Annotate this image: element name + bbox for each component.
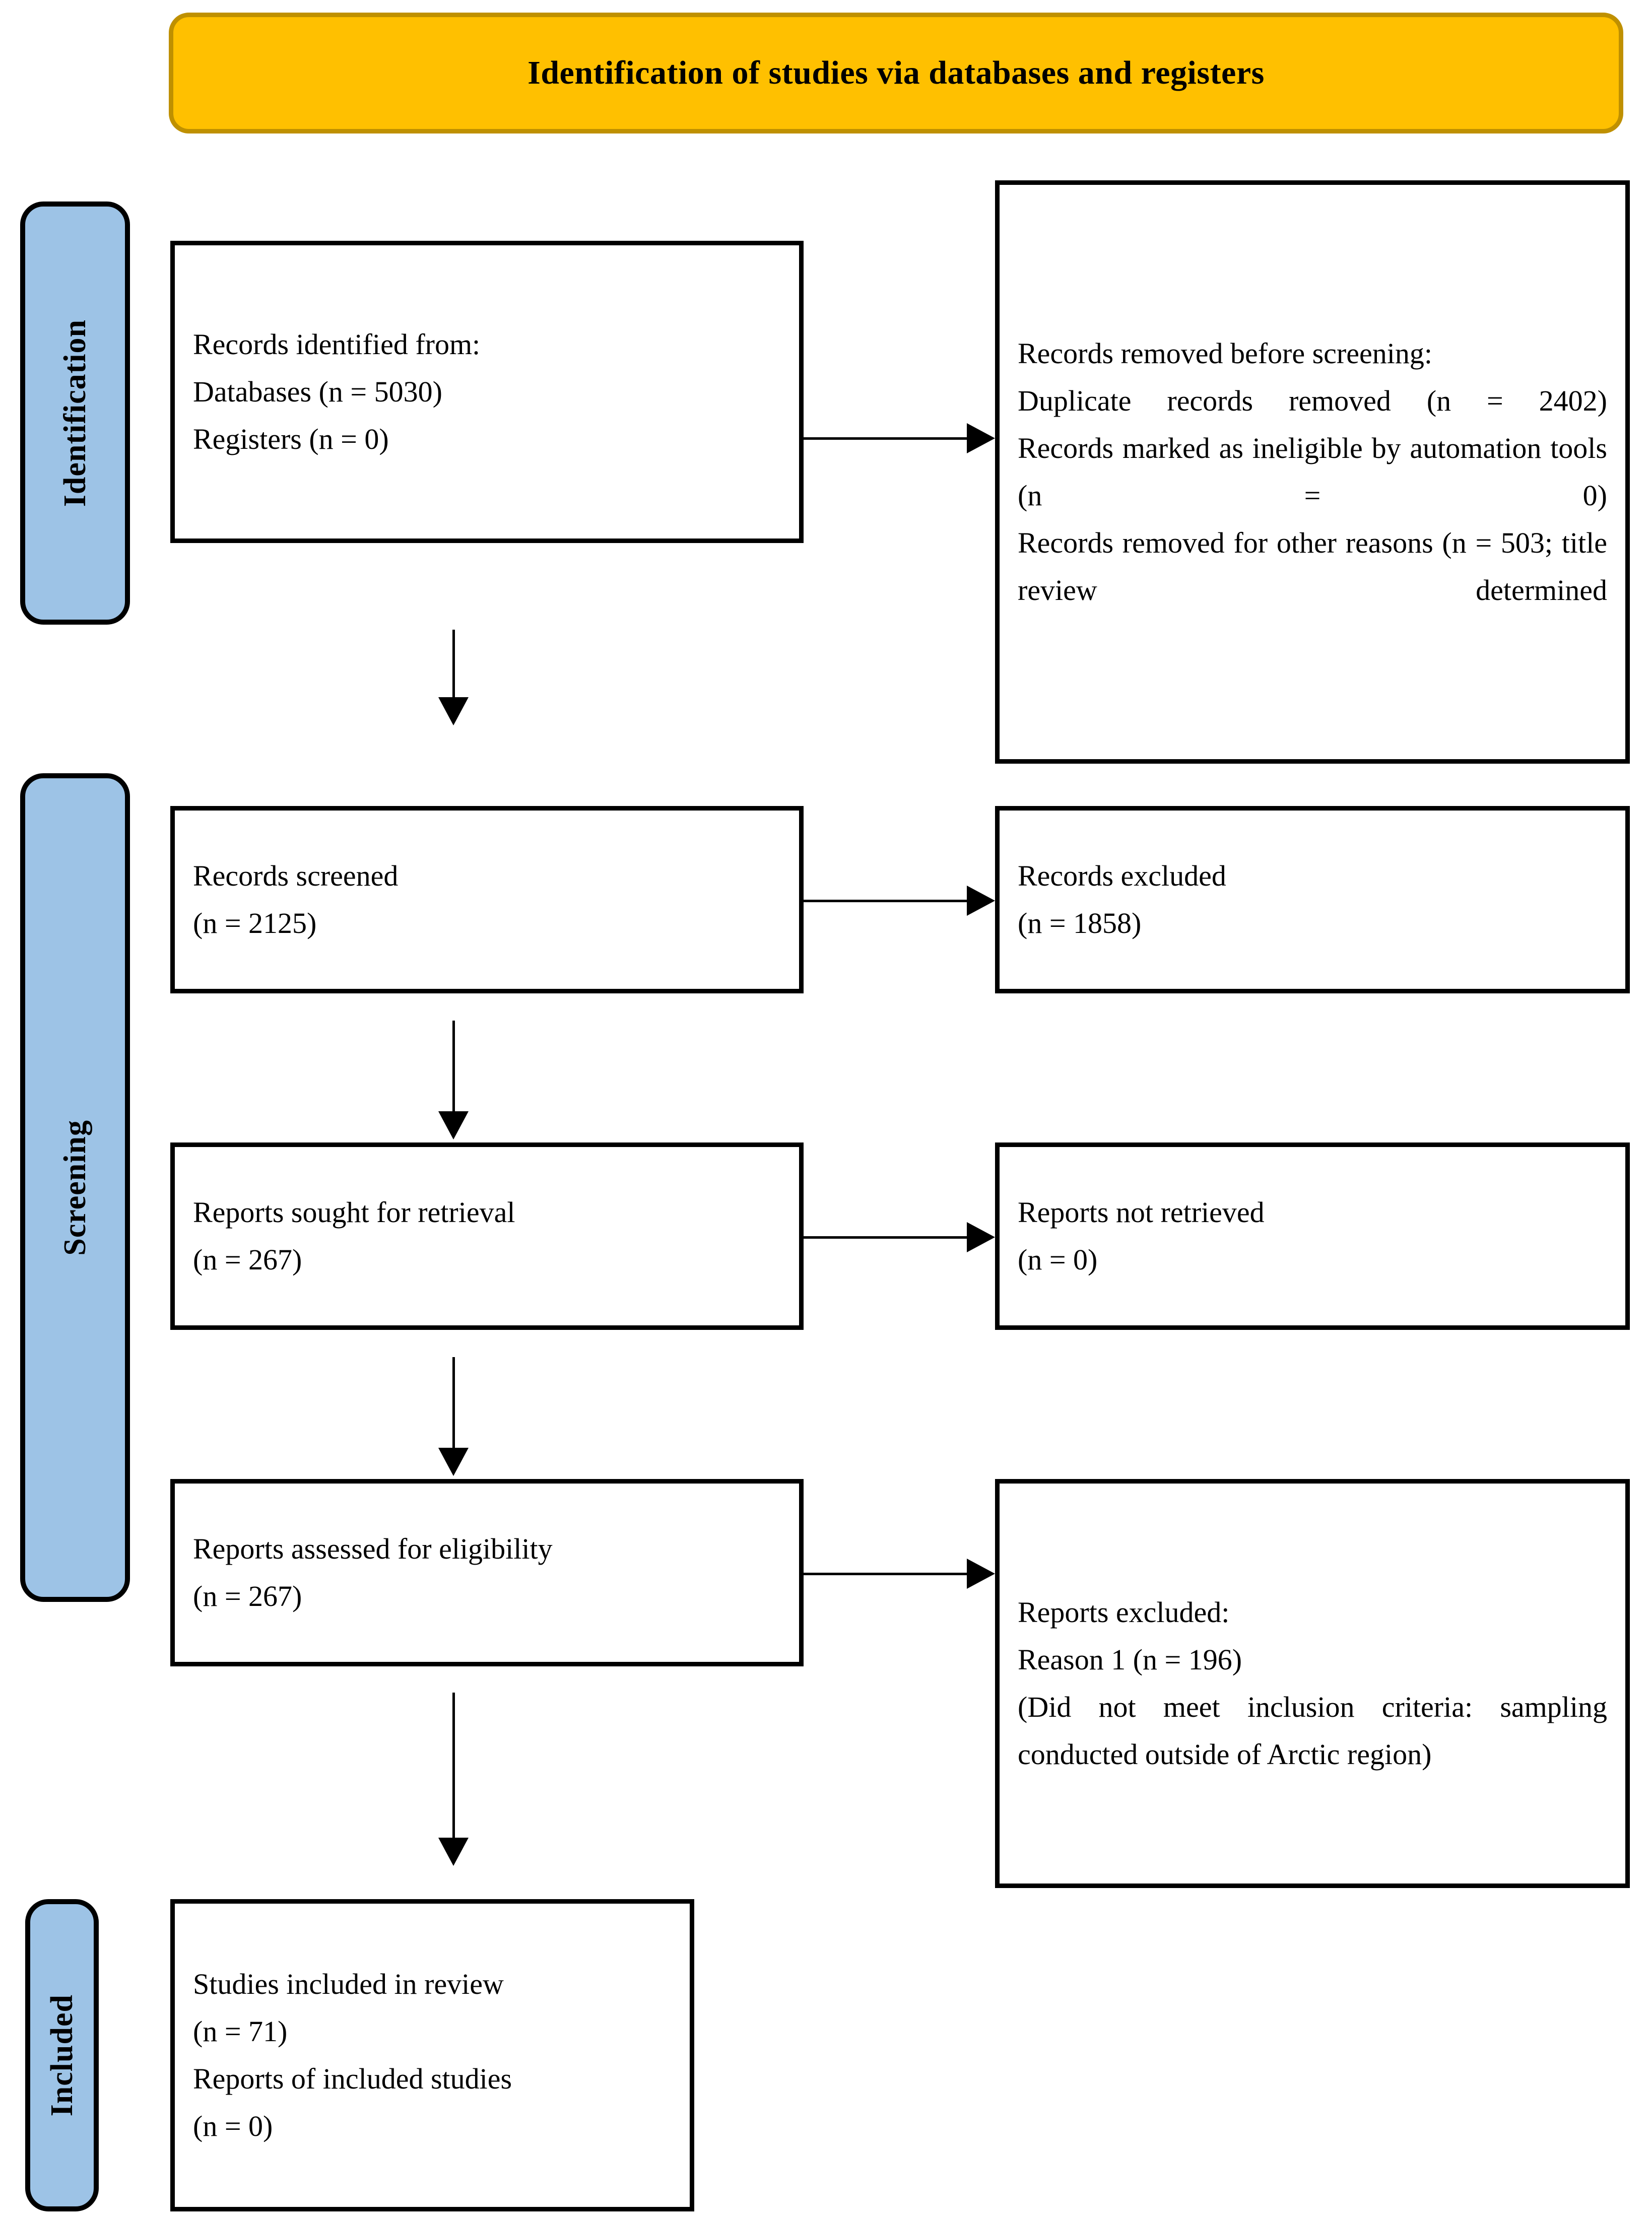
- records-screened-count: (n = 2125): [193, 907, 317, 939]
- reports-excluded-heading: Reports excluded:: [1018, 1596, 1230, 1629]
- records-removed-other-reasons: Records removed for other reasons (n = 5…: [1018, 526, 1607, 607]
- reports-excluded-reason-detail: (Did not meet inclusion criteria: sampli…: [1018, 1691, 1607, 1771]
- reports-assessed-heading: Reports assessed for eligibility: [193, 1532, 553, 1566]
- reports-excluded-reason-1: Reason 1 (n = 196): [1018, 1643, 1242, 1676]
- records-identified-databases: Databases (n = 5030): [193, 375, 442, 409]
- records-excluded-heading: Records excluded: [1018, 859, 1226, 893]
- arrow-head-down-icon: [438, 697, 469, 725]
- studies-included-count: (n = 71): [193, 2015, 288, 2048]
- box-reports-not-retrieved: Reports not retrieved (n = 0): [995, 1142, 1630, 1330]
- reports-of-included-studies-heading: Reports of included studies: [193, 2062, 512, 2095]
- arrow-head-right-icon: [967, 1222, 995, 1252]
- stage-identification-label: Identification: [57, 319, 92, 507]
- stage-identification: Identification: [20, 201, 130, 625]
- box-reports-excluded: Reports excluded: Reason 1 (n = 196) (Di…: [995, 1479, 1630, 1888]
- arrow-head-right-icon: [967, 423, 995, 453]
- arrow-head-right-icon: [967, 886, 995, 916]
- arrow-head-right-icon: [967, 1559, 995, 1589]
- arrow-head-down-icon: [438, 1838, 469, 1866]
- records-identified-registers: Registers (n = 0): [193, 422, 389, 455]
- arrow-stem: [804, 1573, 970, 1575]
- stage-screening-label: Screening: [57, 1119, 92, 1256]
- arrow-stem: [804, 1236, 970, 1239]
- box-records-removed-before-screening: Records removed before screening: Duplic…: [995, 180, 1630, 764]
- box-records-excluded: Records excluded (n = 1858): [995, 806, 1630, 993]
- arrow-stem: [804, 900, 970, 902]
- stage-included-label: Included: [44, 1994, 79, 2117]
- arrow-stem: [804, 437, 970, 440]
- reports-sought-heading: Reports sought for retrieval: [193, 1196, 515, 1229]
- stage-screening: Screening: [20, 773, 130, 1602]
- box-records-screened: Records screened (n = 2125): [170, 806, 804, 993]
- box-records-identified: Records identified from: Databases (n = …: [170, 241, 804, 543]
- arrow-stem: [452, 1693, 455, 1841]
- banner-title: Identification of studies via databases …: [527, 54, 1265, 91]
- studies-included-heading: Studies included in review: [193, 1968, 504, 2001]
- box-reports-sought-for-retrieval: Reports sought for retrieval (n = 267): [170, 1142, 804, 1330]
- diagram-banner: Identification of studies via databases …: [169, 13, 1623, 133]
- arrow-head-down-icon: [438, 1111, 469, 1139]
- stage-included: Included: [25, 1899, 99, 2211]
- reports-sought-count: (n = 267): [193, 1243, 302, 1276]
- reports-not-retrieved-heading: Reports not retrieved: [1018, 1196, 1265, 1229]
- arrow-stem: [452, 1357, 455, 1451]
- arrow-stem: [452, 630, 455, 700]
- box-reports-assessed-for-eligibility: Reports assessed for eligibility (n = 26…: [170, 1479, 804, 1666]
- records-identified-heading: Records identified from:: [193, 328, 481, 361]
- arrow-stem: [452, 1021, 455, 1114]
- reports-assessed-count: (n = 267): [193, 1580, 302, 1612]
- arrow-head-down-icon: [438, 1448, 469, 1476]
- box-studies-included: Studies included in review (n = 71) Repo…: [170, 1899, 694, 2211]
- records-removed-duplicates: Duplicate records removed (n = 2402): [1018, 384, 1607, 418]
- records-removed-heading: Records removed before screening:: [1018, 337, 1432, 370]
- reports-not-retrieved-count: (n = 0): [1018, 1243, 1098, 1276]
- records-screened-heading: Records screened: [193, 859, 399, 893]
- records-excluded-count: (n = 1858): [1018, 907, 1142, 939]
- reports-of-included-studies-count: (n = 0): [193, 2109, 273, 2142]
- records-removed-ineligible-automation: Records marked as ineligible by automati…: [1018, 432, 1607, 512]
